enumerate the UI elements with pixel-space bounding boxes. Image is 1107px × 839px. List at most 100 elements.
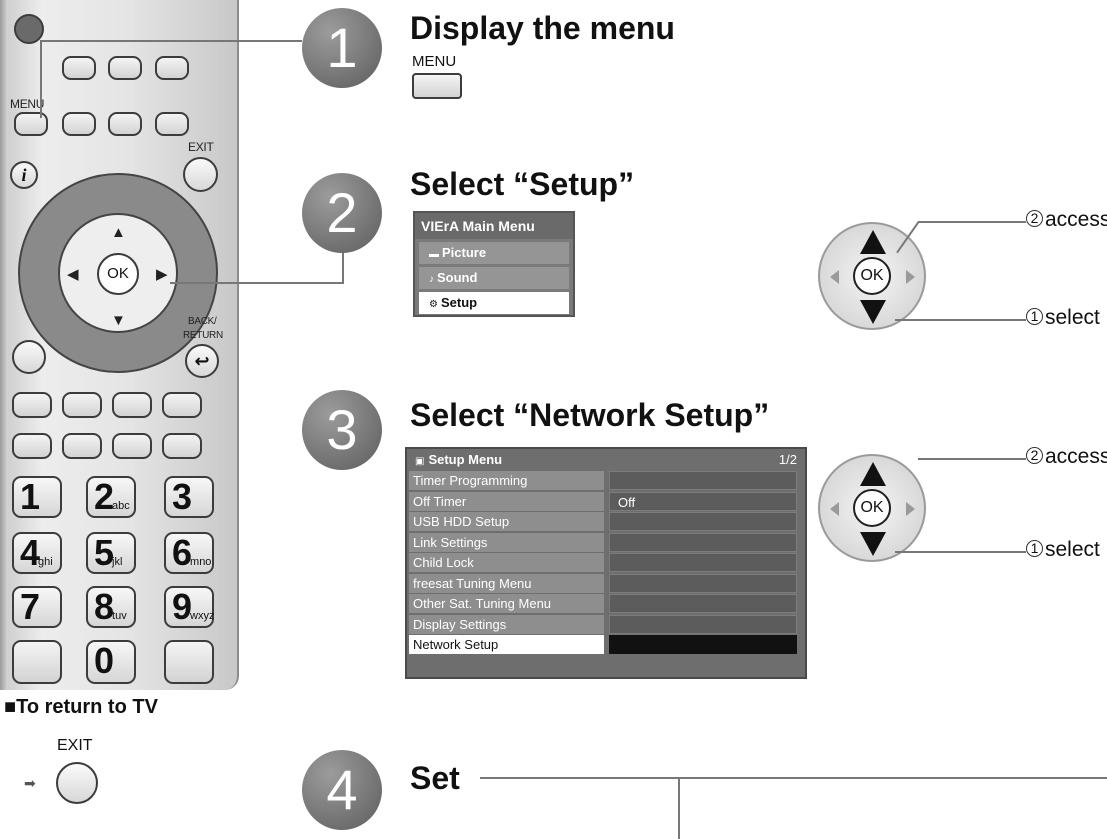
viera-menu-item-picture[interactable]: ▬Picture (419, 242, 569, 264)
step-1-circle: 1 (302, 8, 382, 88)
function-button-3[interactable] (112, 433, 152, 459)
step-3-circle: 3 (302, 390, 382, 470)
pad-down-arrow-icon[interactable] (860, 300, 886, 324)
bottom-left-key[interactable] (12, 640, 62, 684)
step-2-circle: 2 (302, 173, 382, 253)
remote-ok-label: OK (107, 265, 129, 282)
color-button-1[interactable] (12, 392, 52, 418)
down-arrow-icon[interactable]: ▼ (111, 312, 126, 329)
up-arrow-icon[interactable]: ▲ (111, 224, 126, 241)
step-1-title: Display the menu (410, 10, 675, 46)
info-button[interactable]: i (10, 161, 38, 189)
setup-row-link-settings[interactable]: Link Settings (407, 532, 805, 554)
setup-row-other-sat-tuning[interactable]: Other Sat. Tuning Menu (407, 594, 805, 615)
number-key-8[interactable]: 8tuv pqrs (86, 586, 136, 669)
color-button-4[interactable] (162, 392, 202, 418)
ok-pad-step-2: OK (818, 222, 926, 330)
number-key-1[interactable]: 1 (12, 476, 62, 518)
top-button-1[interactable] (62, 56, 96, 80)
number-key-9[interactable]: 9wxyz (164, 586, 214, 628)
function-button-2[interactable] (62, 433, 102, 459)
number-key-5[interactable]: 5jkl (86, 532, 136, 574)
step-4-circle: 4 (302, 750, 382, 830)
viera-main-menu: VIErA Main Menu ▬Picture ♪Sound ⚙Setup (413, 211, 575, 317)
step-4-line-h (480, 777, 1107, 779)
top-button-3[interactable] (155, 56, 189, 80)
info-icon: i (21, 165, 27, 185)
setup-menu-header: ▣Setup Menu 1/2 (407, 449, 805, 471)
row2-button-3[interactable] (155, 112, 189, 136)
return-exit-button[interactable] (56, 762, 98, 804)
pad-left-arrow-icon (830, 270, 839, 284)
connector-menu-h (40, 40, 302, 42)
setup-row-timer-programming[interactable]: Timer Programming (407, 471, 805, 492)
step-3-title: Select “Network Setup” (410, 397, 770, 433)
function-button-1[interactable] (12, 433, 52, 459)
right-arrow-icon[interactable]: ▶ (156, 266, 168, 283)
arrow-right-icon: ➡ (24, 775, 36, 791)
color-button-3[interactable] (112, 392, 152, 418)
step-1-menu-button[interactable] (412, 73, 462, 99)
pad2-down-arrow-icon[interactable] (860, 532, 886, 556)
setup-menu-page: 1/2 (778, 452, 797, 467)
number-key-2[interactable]: 2abc def (86, 476, 136, 559)
step-2-title: Select “Setup” (410, 166, 635, 202)
setup-menu-icon: ▣ (415, 456, 425, 467)
pad2-left-arrow-icon (830, 502, 839, 516)
return-to-tv-title: ■To return to TV (4, 696, 158, 718)
ok-pad-ok-button-2[interactable]: OK (853, 489, 891, 527)
number-key-4[interactable]: 4ghi (12, 532, 62, 574)
step-1-menu-label: MENU (412, 53, 457, 70)
function-button-4[interactable] (162, 433, 202, 459)
menu-key-label: MENU (10, 97, 45, 111)
pad2-up-arrow-icon[interactable] (860, 462, 886, 486)
bottom-right-key[interactable] (164, 640, 214, 684)
number-key-7[interactable]: 7 (12, 586, 62, 628)
number-key-3[interactable]: 3 (164, 476, 214, 518)
select-leader-2 (895, 319, 1026, 321)
setup-row-child-lock[interactable]: Child Lock (407, 553, 805, 574)
viera-menu-item-setup[interactable]: ⚙Setup (419, 292, 569, 314)
return-label: RETURN (183, 330, 223, 341)
left-arrow-icon[interactable]: ◀ (67, 266, 79, 283)
pad2-right-arrow-icon (906, 502, 915, 516)
option-button[interactable] (12, 340, 46, 374)
number-key-6[interactable]: 6mno (164, 532, 214, 574)
remote-control: MENU EXIT i ▲ ▼ ◀ ▶ OK BACK/ RETURN ↩ 1 … (0, 0, 239, 690)
connector-menu-v (40, 40, 42, 118)
setup-row-usb-hdd-setup[interactable]: USB HDD Setup (407, 512, 805, 533)
ok-pad-step-3: OK (818, 454, 926, 562)
setup-row-display-settings[interactable]: Display Settings (407, 614, 805, 636)
dpad-ring[interactable] (18, 173, 218, 373)
menu-button[interactable] (14, 112, 48, 136)
pad-up-arrow-icon[interactable] (860, 230, 886, 254)
remote-ok-button[interactable]: OK (97, 253, 139, 295)
access-leader-2 (918, 221, 1026, 223)
power-button[interactable] (14, 14, 44, 44)
exit-button[interactable] (183, 157, 218, 192)
step-4-title: Set (410, 760, 460, 796)
return-icon: ↩ (194, 351, 210, 371)
row2-button-2[interactable] (108, 112, 142, 136)
return-exit-label: EXIT (57, 737, 93, 754)
number-key-0[interactable]: 0 (86, 640, 136, 684)
color-button-2[interactable] (62, 392, 102, 418)
setup-menu-title: Setup Menu (428, 452, 503, 467)
step-4-line-v (678, 777, 680, 839)
connector-ok-h (170, 282, 342, 284)
back-label: BACK/ (188, 316, 217, 327)
top-button-2[interactable] (108, 56, 142, 80)
setup-row-network-setup[interactable]: Network Setup (407, 635, 805, 656)
pad-right-arrow-icon (906, 270, 915, 284)
setup-row-freesat-tuning[interactable]: freesat Tuning Menu (407, 573, 805, 595)
row2-button-1[interactable] (62, 112, 96, 136)
ok-pad-ok-button[interactable]: OK (853, 257, 891, 295)
viera-menu-item-sound[interactable]: ♪Sound (419, 267, 569, 289)
back-return-button[interactable]: ↩ (185, 344, 219, 378)
access-leader-3 (918, 458, 1026, 460)
